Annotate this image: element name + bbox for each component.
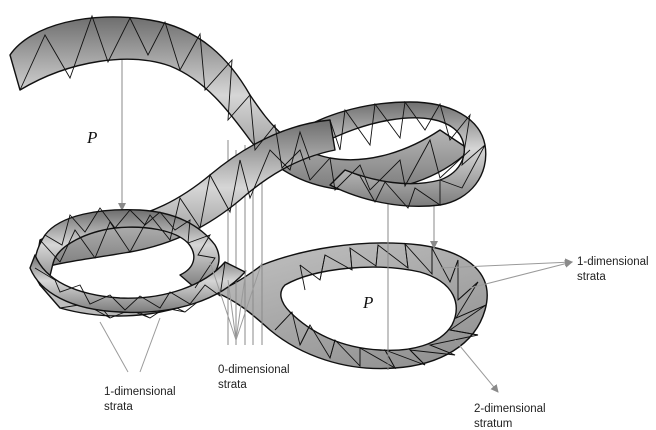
- label-0d-strata-line1: 0-dimensional: [218, 364, 290, 376]
- tube-diagonal: [35, 120, 335, 270]
- label-1d-strata-right-line1: 1-dimensional: [577, 256, 649, 268]
- callout-1d-left-b: [140, 318, 160, 372]
- callout-2d: [455, 340, 498, 392]
- label-0d-strata-line2: strata: [218, 379, 247, 391]
- label-2d-stratum-line1: 2-dimensional: [474, 403, 546, 415]
- label-2d-stratum-line2: stratum: [474, 418, 512, 430]
- label-projection-lower: P: [362, 293, 373, 312]
- label-1d-strata-left-line2: strata: [104, 401, 133, 413]
- callout-1d-left-a: [100, 322, 128, 372]
- label-projection-upper: P: [86, 128, 97, 147]
- label-1d-strata-left-line1: 1-dimensional: [104, 386, 176, 398]
- label-1d-strata-right-line2: strata: [577, 271, 606, 283]
